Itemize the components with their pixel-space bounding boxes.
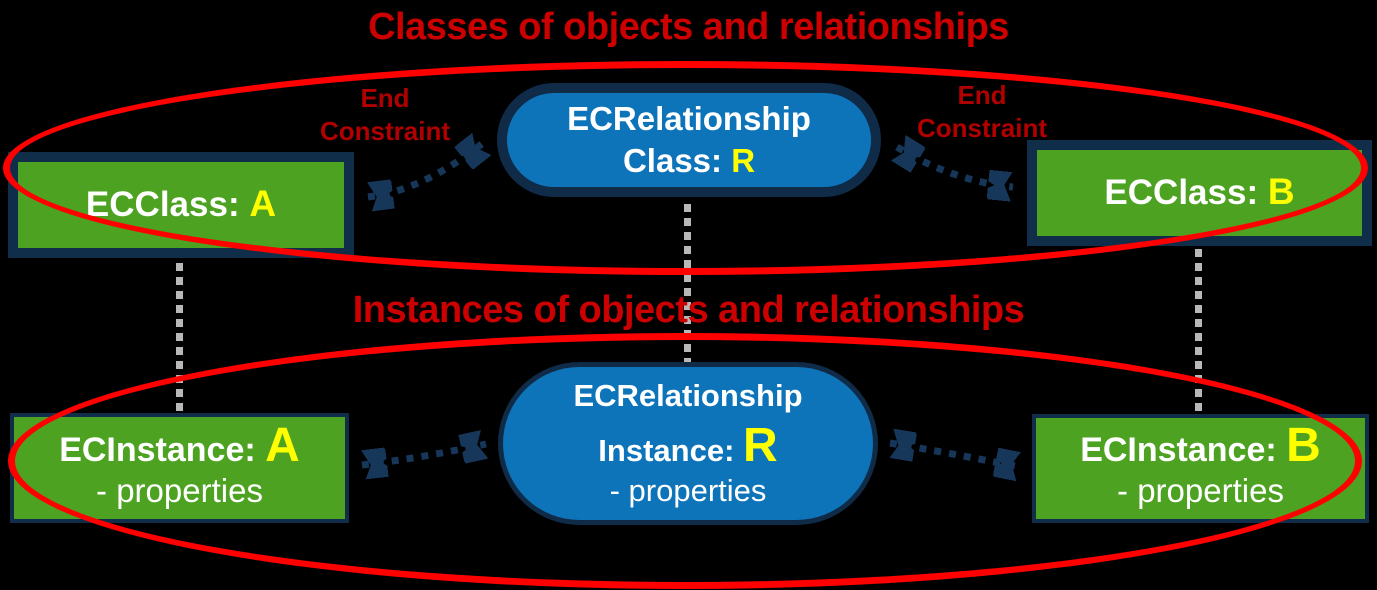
end-constraint-right-line1: End (957, 80, 1007, 110)
end-constraint-arrow-left (368, 143, 483, 197)
class-a-instance-link (176, 263, 183, 413)
ecclass-a-label: ECClass: A (86, 185, 276, 225)
ecinstance-a-label: ECInstance: A (59, 421, 300, 470)
ecclass-a-key: A (249, 183, 277, 224)
ecclass-b-label: ECClass: B (1104, 173, 1294, 213)
ecrelationship-instance-properties: - properties (609, 473, 767, 509)
relationship-instance-key: R (743, 418, 778, 472)
ecclass-a-prefix: ECClass: (85, 185, 250, 224)
ecclass-b-key: B (1267, 171, 1295, 212)
ecinstance-a-box: ECInstance: A - properties (10, 413, 349, 523)
ecclass-b-box: ECClass: B (1027, 140, 1372, 246)
classes-section-title: Classes of objects and relationships (368, 6, 1009, 48)
instances-section-title: Instances of objects and relationships (352, 289, 1025, 331)
end-constraint-label-left: End Constraint (285, 82, 485, 147)
instance-label: Instance: (598, 432, 744, 468)
instance-arrow-right (890, 443, 1020, 467)
ecrelationship-instance-line1: ECRelationship (573, 377, 803, 413)
ecinstance-b-prefix: ECInstance: (1080, 431, 1287, 469)
end-constraint-left-line1: End (360, 83, 410, 113)
ecinstance-b-key: B (1286, 419, 1321, 472)
class-b-instance-link (1195, 249, 1202, 414)
ecinstance-b-properties: - properties (1117, 472, 1284, 509)
end-constraint-label-right: End Constraint (882, 79, 1082, 144)
ecrelationship-class-line2: Class: R (623, 140, 755, 182)
class-label: Class: (622, 142, 732, 179)
ecinstance-a-key: A (265, 418, 300, 472)
ecinstance-a-prefix: ECInstance: (59, 430, 266, 469)
relationship-key: R (731, 142, 756, 179)
ecclass-b-prefix: ECClass: (1104, 173, 1268, 212)
ecinstance-b-box: ECInstance: B - properties (1032, 414, 1369, 523)
end-constraint-arrow-right (897, 147, 1013, 187)
instance-arrow-left (362, 444, 486, 465)
ecinstance-a-properties: - properties (96, 471, 263, 509)
ecrelationship-instance-shape: ECRelationship Instance: R - properties (498, 362, 878, 525)
ecrelationship-instance-line2: Instance: R (598, 421, 777, 469)
relationship-instance-link (684, 204, 691, 362)
ecrelationship-class-shape: ECRelationship Class: R (497, 83, 881, 197)
ecclass-a-box: ECClass: A (8, 152, 354, 258)
ecinstance-b-label: ECInstance: B (1080, 422, 1321, 470)
end-constraint-left-line2: Constraint (320, 115, 450, 146)
ecrelationship-class-line1: ECRelationship (567, 99, 811, 137)
